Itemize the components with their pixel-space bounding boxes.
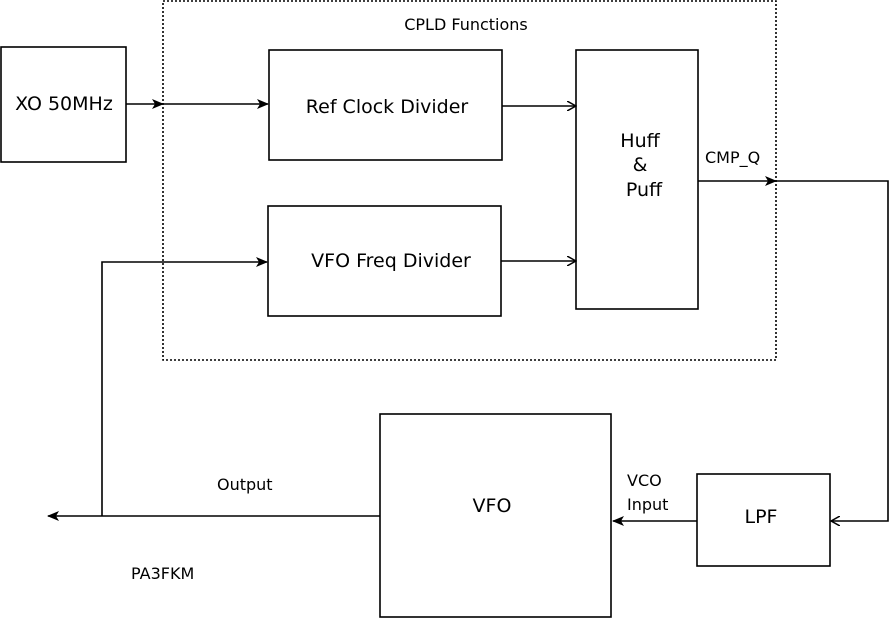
credit-label: PA3FKM [131,564,194,583]
huff-puff-line-3: Puff [626,179,663,201]
wire-cmp-q-to-lpf [776,180,889,521]
xo-block: XO 50MHz [0,46,127,163]
huff-puff-line-2: & [633,154,648,176]
vco-input-label-line-1: VCO [627,471,662,490]
wire-feedback-to-vfo-divider [101,257,268,516]
lpf-label: LPF [745,506,778,528]
huff-puff-line-1: Huff [620,130,660,152]
ref-clock-divider-label: Ref Clock Divider [306,96,469,118]
cmp-q-label: CMP_Q [705,148,760,168]
vfo-freq-divider-block: VFO Freq Divider [267,205,502,317]
lpf-block: LPF [696,473,831,567]
xo-label: XO 50MHz [15,93,113,115]
huff-puff-block: Huff & Puff [575,49,699,310]
vfo-freq-divider-label: VFO Freq Divider [311,250,471,272]
cpld-functions-label: CPLD Functions [404,15,528,34]
output-label: Output [217,475,273,494]
vco-input-label-line-2: Input [627,495,668,514]
vfo-label: VFO [473,495,512,517]
ref-clock-divider-block: Ref Clock Divider [268,49,503,161]
vfo-block: VFO [379,413,612,618]
